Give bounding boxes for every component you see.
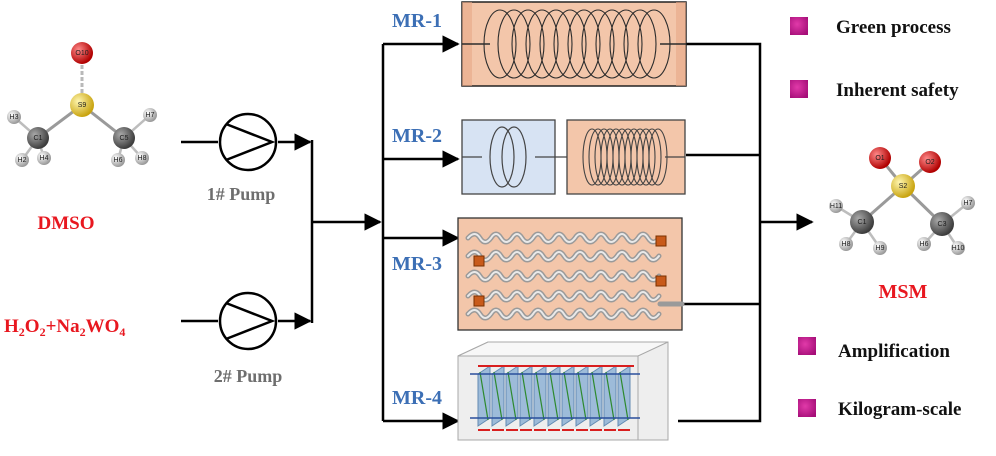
bullet-square-icon bbox=[798, 337, 816, 355]
pump-1[interactable] bbox=[218, 112, 278, 172]
bullet-square-icon bbox=[790, 80, 808, 98]
svg-text:Kilogram-scale: Kilogram-scale bbox=[838, 399, 961, 420]
feature-green-process: Green process bbox=[790, 17, 951, 38]
pump-2-label: 2# Pump bbox=[214, 366, 283, 386]
atom-label: O10 bbox=[75, 50, 88, 57]
dmso-molecule: O10 S9 C1 C5 H3 H2 H4 H6 H7 H8 bbox=[7, 42, 157, 167]
pump-2[interactable] bbox=[218, 291, 278, 351]
atom-label: H11 bbox=[830, 203, 842, 210]
oxidant-label: H2O2+Na2WO4 bbox=[4, 316, 125, 339]
feed-lines bbox=[181, 133, 382, 330]
atom-label: H4 bbox=[40, 155, 49, 162]
svg-text:Green process: Green process bbox=[836, 17, 951, 38]
mr-2-label: MR-2 bbox=[392, 125, 442, 147]
msm-molecule: O1 O2 S2 C1 C3 H11 H8 H9 H6 H7 H10 bbox=[829, 147, 975, 255]
dmso-label: DMSO bbox=[38, 213, 95, 234]
reactor-mr-1[interactable] bbox=[461, 1, 687, 87]
atom-label: H10 bbox=[952, 245, 965, 252]
atom-label: H7 bbox=[146, 112, 155, 119]
atom-label: S9 bbox=[78, 102, 87, 109]
pump-1-label: 1# Pump bbox=[207, 184, 276, 204]
mr-1-label: MR-1 bbox=[392, 10, 442, 32]
atom-label: S2 bbox=[899, 183, 908, 190]
atom-label: H2 bbox=[18, 157, 27, 164]
manifold-lines bbox=[381, 35, 814, 430]
msm-label: MSM bbox=[879, 281, 928, 303]
reactor-mr-4[interactable] bbox=[457, 341, 669, 441]
atom-label: C3 bbox=[938, 221, 947, 228]
svg-text:Amplification: Amplification bbox=[838, 341, 950, 362]
atom-label: H9 bbox=[876, 245, 885, 252]
reactor-mr-3[interactable] bbox=[457, 217, 685, 331]
mr-4-label: MR-4 bbox=[392, 387, 442, 409]
atom-label: C5 bbox=[120, 135, 129, 142]
mr-3-label: MR-3 bbox=[392, 253, 442, 275]
atom-label: H6 bbox=[920, 241, 929, 248]
bullet-square-icon bbox=[790, 17, 808, 35]
atom-label: C1 bbox=[858, 219, 867, 226]
atom-label: O2 bbox=[925, 159, 934, 166]
feature-amplification: Amplification bbox=[798, 337, 950, 362]
atom-label: O1 bbox=[875, 155, 884, 162]
atom-label: C1 bbox=[34, 135, 43, 142]
atom-label: H8 bbox=[138, 155, 147, 162]
atom-label: H8 bbox=[842, 241, 851, 248]
feature-inherent-safety: Inherent safety bbox=[790, 80, 959, 101]
atom-label: H6 bbox=[114, 157, 123, 164]
atom-label: H3 bbox=[10, 114, 19, 121]
reactor-mr-2[interactable] bbox=[461, 119, 686, 195]
feature-kilogram-scale: Kilogram-scale bbox=[798, 399, 961, 420]
bullet-square-icon bbox=[798, 399, 816, 417]
atom-label: H7 bbox=[964, 200, 973, 207]
svg-text:Inherent safety: Inherent safety bbox=[836, 80, 959, 101]
